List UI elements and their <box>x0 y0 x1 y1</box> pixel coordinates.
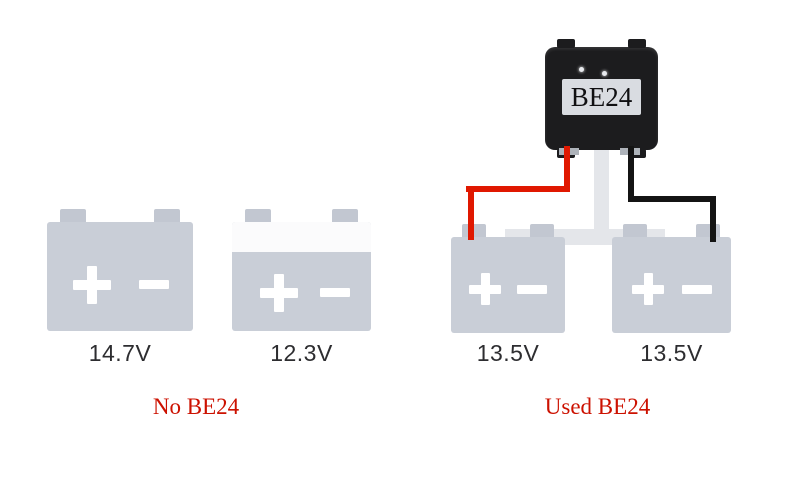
plus-icon <box>73 266 111 304</box>
voltage-label: 13.5V <box>640 340 703 366</box>
minus-icon <box>320 288 350 297</box>
red-wire-segment <box>564 146 570 192</box>
battery-body <box>47 222 193 331</box>
minus-icon <box>517 285 547 294</box>
battery-right-2 <box>612 224 731 333</box>
battery-top-band <box>232 222 371 252</box>
plus-icon <box>632 273 664 305</box>
battery-terminal-negative <box>332 209 358 222</box>
voltage-label: 14.7V <box>88 340 152 366</box>
device-label: BE24 <box>562 79 641 115</box>
voltage-label: 13.5V <box>476 340 540 366</box>
be24-device: BE24 <box>545 39 658 158</box>
mount-tab-icon <box>557 39 575 48</box>
mount-tab-icon <box>628 39 646 48</box>
plus-icon <box>469 273 501 305</box>
led-indicator-icon <box>602 71 607 76</box>
black-wire-segment <box>628 146 634 202</box>
battery-terminal-negative <box>154 209 180 222</box>
battery-terminal-positive <box>623 224 647 237</box>
battery-terminal-positive <box>462 224 486 237</box>
minus-icon <box>139 280 169 289</box>
red-wire-segment <box>468 186 474 240</box>
battery-left-2 <box>232 209 371 331</box>
red-wire-segment <box>466 186 570 192</box>
black-wire-segment <box>710 196 716 242</box>
voltage-label: 12.3V <box>270 340 333 366</box>
battery-left-1 <box>47 209 193 331</box>
battery-right-1 <box>451 224 565 333</box>
caption-no-be24: No BE24 <box>152 394 240 419</box>
battery-terminal-negative <box>696 224 720 237</box>
neutral-cable-vertical <box>594 148 609 245</box>
battery-terminal-positive <box>245 209 271 222</box>
plus-icon <box>260 274 298 312</box>
battery-terminal-positive <box>60 209 86 222</box>
led-indicator-icon <box>579 67 584 72</box>
minus-icon <box>682 285 712 294</box>
battery-body <box>612 237 731 333</box>
black-wire-segment <box>628 196 716 202</box>
caption-used-be24: Used BE24 <box>544 394 651 419</box>
battery-terminal-negative <box>530 224 554 237</box>
